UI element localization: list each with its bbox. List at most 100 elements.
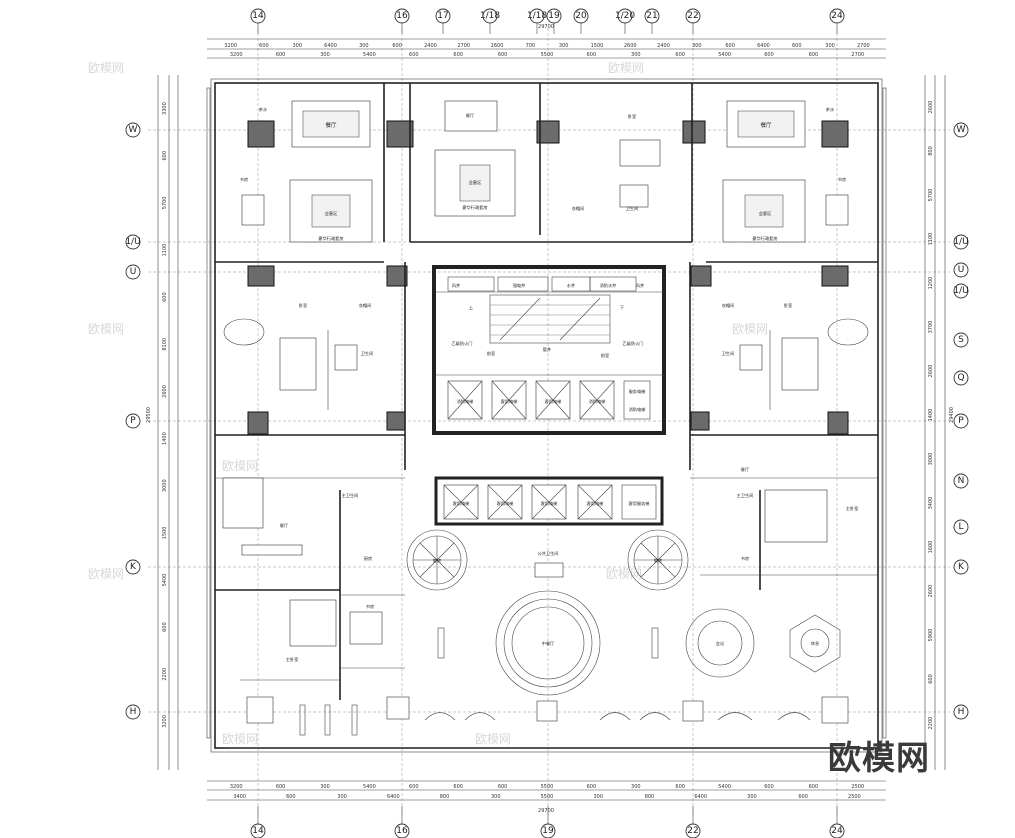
room-label: 主卧室 [286,656,299,663]
room-label: 豪华行政套房 [318,235,343,242]
axis-bubble: 22 [685,823,701,838]
room-label: 消防电梯 [589,398,606,405]
room-label: 会客区 [325,210,338,217]
axis-bubble: W [953,122,969,138]
dimension-label: 3400 [928,497,934,510]
axis-label: 1/20 [615,11,635,21]
dimension-label: 600 [809,784,819,790]
room-label: 消防电梯 [457,398,474,405]
dimension-label: 2600 [491,43,504,49]
room-label: 服务电梯 [629,388,646,395]
dimension-label: 300 [320,52,330,58]
dimension-label: 2500 [848,794,861,800]
dimension-label: 600 [809,52,819,58]
axis-label: U [130,267,137,277]
room-label: 客用电梯 [501,398,518,405]
dimension-label: 29700 [538,808,554,814]
dimension-label: 3200 [230,784,243,790]
room-label: 主卧室 [846,505,859,512]
room-label: 前室 [487,350,495,357]
dimension-label: 1400 [928,409,934,422]
dimension-label: 6400 [387,794,400,800]
dimension-label: 600 [409,52,419,58]
dimension-label: 600 [259,43,269,49]
axis-label: 19 [548,11,560,21]
dimension-label: 2600 [928,585,934,598]
axis-bubble: 1/U [125,234,141,250]
dimension-label: 29500 [146,407,152,423]
dimension-label: 2600 [928,365,934,378]
dimension-label: 1600 [928,541,934,554]
dimension-label: 800 [440,794,450,800]
exterior-walls [206,78,887,753]
room-label: 餐厅 [280,522,288,529]
dimension-label: 6400 [757,43,770,49]
dimension-label: 2200 [162,668,168,681]
axis-label: H [130,707,137,717]
room-label: 风井 [452,282,460,289]
axis-bubble: 16 [394,8,410,24]
room-label: 卧室 [299,302,307,309]
watermark-text: 欧模网 [88,567,124,581]
dimension-label: 600 [792,43,802,49]
dimension-label: 600 [587,52,597,58]
room-label: 豪华行政套房 [752,235,777,242]
dimension-label: 300 [337,794,347,800]
dimension-label: 5400 [363,784,376,790]
room-label: 强电井 [513,282,526,289]
dimension-label: 2500 [851,784,864,790]
axis-label: 16 [396,826,408,836]
dimension-label: 5900 [928,629,934,642]
axis-bubble: K [953,559,969,575]
dimension-label: 5500 [541,794,554,800]
dimension-label: 1200 [928,277,934,290]
axis-label: 17 [437,11,448,21]
dimension-label: 1500 [591,43,604,49]
axis-bubble: U [953,262,969,278]
axis-label: N [958,476,965,486]
dimension-label: 600 [162,622,168,632]
axis-label: 14 [252,11,264,21]
axis-bubble: L [953,519,969,535]
watermark-text: 欧模网 [88,322,124,336]
axis-label: P [958,416,964,426]
watermark-text: 欧模网 [88,61,124,75]
dimension-label: 600 [276,52,286,58]
axis-bubble: 20 [573,8,589,24]
dimension-lines [157,38,946,801]
dimension-label: 600 [286,794,296,800]
axis-bubble: P [125,413,141,429]
axis-bubble: 21 [644,8,660,24]
dimension-label: 5400 [162,574,168,587]
dimension-label: 600 [162,151,168,161]
dimension-label: 2600 [928,101,934,114]
room-label: 卫生间 [361,350,374,357]
dimension-label: 1100 [928,233,934,246]
room-label: 衣帽间 [359,302,372,309]
axis-bubble: 1/20 [615,8,635,24]
dimension-label: 5500 [541,784,554,790]
watermark-text: 欧模网 [475,732,511,746]
dimension-label: 800 [928,146,934,156]
dimension-label: 300 [631,52,641,58]
dimension-label: 600 [498,52,508,58]
dimension-label: 300 [491,794,501,800]
room-label: 上 [469,304,473,310]
dimension-label: 5400 [718,52,731,58]
axis-label: 14 [252,826,264,836]
dimension-label: 5500 [541,52,554,58]
watermark-text: 欧模网 [732,322,768,336]
dimension-label: 600 [498,784,508,790]
axis-label: 24 [831,11,843,21]
room-label: 客用电梯 [453,500,470,507]
watermark-brand-logo: 欧模网 [828,738,930,777]
dimension-label: 3400 [233,794,246,800]
structural-columns [246,120,849,724]
room-label: 消防水井 [600,282,617,289]
dimension-label: 800 [645,794,655,800]
room-label: 豪华行政套房 [462,204,487,211]
axis-label: W [957,125,966,135]
axis-label: 1/U [953,237,968,247]
interior-walls [215,83,878,749]
